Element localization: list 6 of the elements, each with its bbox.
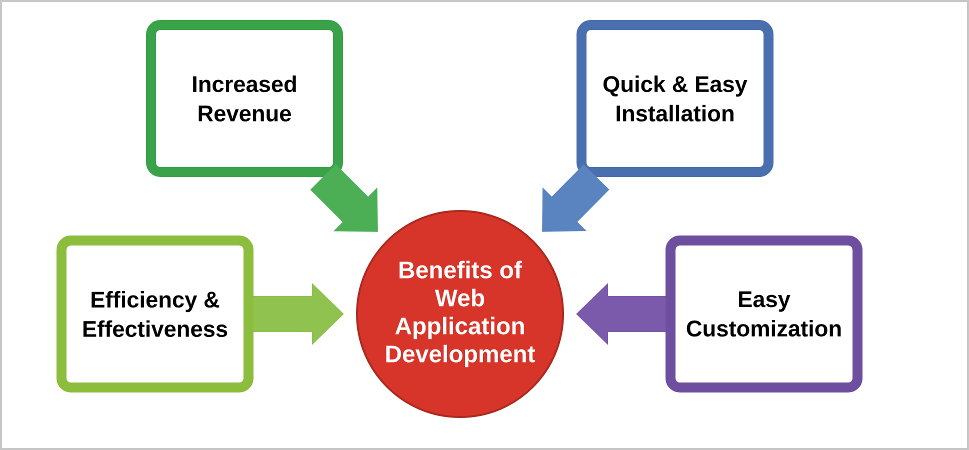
arrow bbox=[310, 164, 378, 232]
benefit-box: Efficiency & Effectiveness bbox=[56, 236, 254, 392]
arrow bbox=[542, 164, 610, 232]
benefit-box: Quick & Easy Installation bbox=[576, 20, 774, 177]
benefit-box: Easy Customization bbox=[666, 236, 863, 392]
benefit-box: Increased Revenue bbox=[146, 20, 343, 177]
